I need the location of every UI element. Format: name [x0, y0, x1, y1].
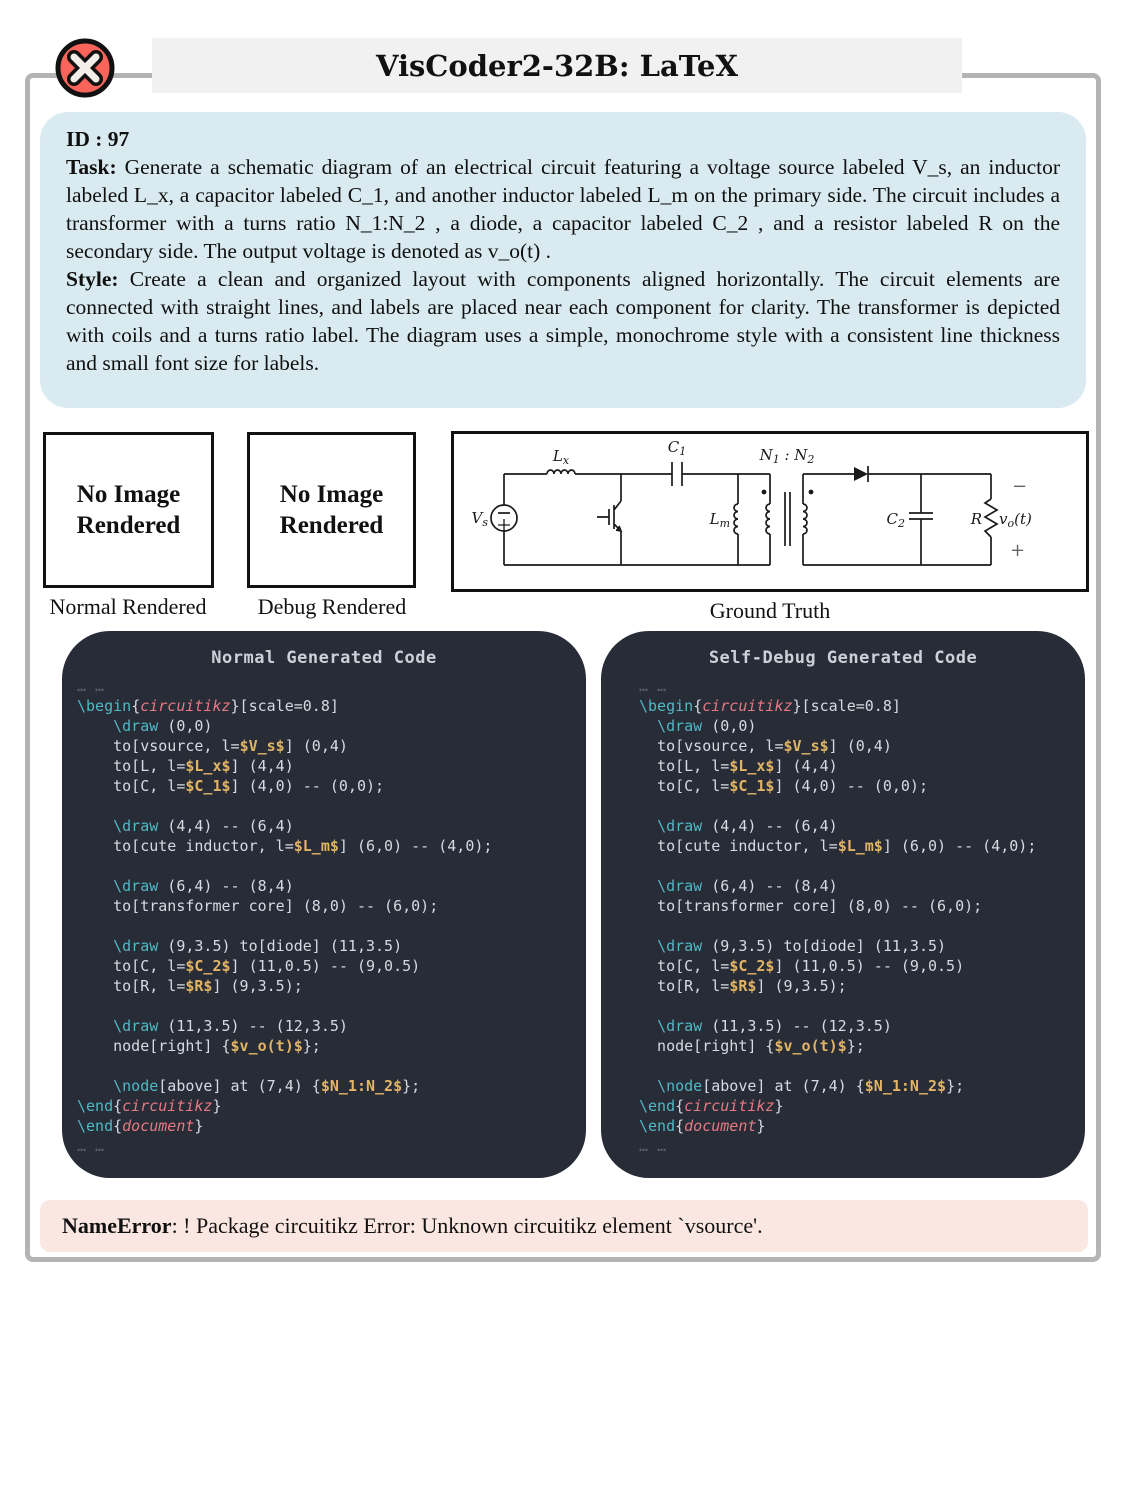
code-line: to[transformer core] (8,0) -- (6,0);	[639, 897, 983, 915]
code-line: \node[above] at (7,4) {$N_1:N_2$};	[113, 1077, 421, 1095]
error-message: NameError: ! Package circuitikz Error: U…	[62, 1213, 763, 1238]
code-line: \draw (6,4) -- (8,4)	[113, 877, 294, 895]
code-line: \node[above] at (7,4) {$N_1:N_2$};	[657, 1077, 965, 1095]
label-c1: C1	[668, 438, 686, 458]
code-line: to[C, l=$C_1$] (4,0) -- (0,0);	[77, 777, 385, 795]
code-line: \end{circuitikz}	[77, 1097, 222, 1115]
label-lx: Lx	[552, 447, 570, 467]
code-line: to[vsource, l=$V_s$] (0,4)	[639, 737, 892, 755]
inductor-lx	[546, 469, 576, 475]
secondary-dot	[808, 489, 814, 495]
code-line: node[right] {$v_o(t)$};	[77, 1037, 321, 1055]
label-r: R	[970, 510, 982, 528]
code-line: to[R, l=$R$] (9,3.5);	[639, 977, 847, 995]
no-image-placeholder: No Image Rendered	[76, 481, 181, 539]
code-line: \begin{circuitikz}[scale=0.8]	[639, 697, 901, 715]
code-line: … …	[639, 1137, 667, 1155]
task-label: Task:	[66, 155, 117, 179]
code-line: … …	[77, 677, 105, 695]
code-line: \end{circuitikz}	[639, 1097, 784, 1115]
debug-code-panel: Self-Debug Generated Code … … \begin{circ…	[601, 631, 1085, 1178]
code-line: \draw (9,3.5) to[diode] (11,3.5)	[657, 937, 947, 955]
transformer-secondary-coil	[802, 503, 808, 535]
code-line: to[C, l=$C_1$] (4,0) -- (0,0);	[639, 777, 928, 795]
code-line	[639, 996, 1085, 1016]
code-line: \draw (9,3.5) to[diode] (11,3.5)	[113, 937, 403, 955]
error-cross-icon	[53, 36, 117, 100]
code-line: to[C, l=$C_2$] (11,0.5) -- (9,0.5)	[639, 957, 965, 975]
debug-code-title: Self-Debug Generated Code	[708, 648, 978, 668]
task-panel: ID : 97 Task: Generate a schematic diagr…	[40, 112, 1086, 408]
label-c2: C2	[887, 510, 905, 530]
error-bar: NameError: ! Package circuitikz Error: U…	[40, 1200, 1088, 1252]
code-line: \end{document}	[77, 1117, 204, 1135]
code-line: to[cute inductor, l=$L_m$] (6,0) -- (4,0…	[639, 837, 1037, 855]
task-id: ID : 97	[66, 127, 130, 151]
code-line: to[C, l=$C_2$] (11,0.5) -- (9,0.5)	[77, 957, 421, 975]
no-image-placeholder: No Image Rendered	[279, 481, 384, 539]
code-line	[639, 916, 1085, 936]
code-line	[77, 1056, 586, 1076]
code-line: … …	[639, 677, 667, 695]
code-line: \begin{circuitikz}[scale=0.8]	[77, 697, 339, 715]
debug-rendered-caption: Debug Rendered	[257, 594, 407, 619]
task-text: Generate a schematic diagram of an elect…	[66, 155, 1060, 263]
capacitor-c1	[671, 462, 683, 486]
label-ratio: N1 : N2	[759, 446, 815, 466]
polarity-minus: −	[1012, 476, 1027, 497]
style-label: Style:	[66, 267, 119, 291]
code-line: \draw (11,3.5) -- (12,3.5)	[657, 1017, 892, 1035]
code-line	[77, 796, 586, 816]
polarity-plus: +	[1010, 540, 1025, 561]
code-lines-normal: … … \begin{circuitikz}[scale=0.8] \draw (…	[62, 676, 586, 1156]
code-line	[639, 796, 1085, 816]
code-line	[639, 856, 1085, 876]
code-line: to[R, l=$R$] (9,3.5);	[77, 977, 303, 995]
page-title: VisCoder2-32B: LaTeX	[375, 48, 739, 83]
debug-rendered-box: No Image Rendered	[247, 432, 416, 588]
igbt-symbol	[597, 500, 623, 533]
transformer-primary-coil	[765, 503, 771, 535]
code-line: to[L, l=$L_x$] (4,4)	[639, 757, 838, 775]
title-bar: VisCoder2-32B: LaTeX	[152, 38, 962, 93]
code-line: \draw (0,0)	[113, 717, 213, 735]
code-line: to[transformer core] (8,0) -- (6,0);	[77, 897, 439, 915]
code-line: \draw (4,4) -- (6,4)	[113, 817, 294, 835]
ground-truth-caption: Ground Truth	[709, 598, 831, 623]
code-line: \draw (6,4) -- (8,4)	[657, 877, 838, 895]
label-vo: vo(t)	[999, 510, 1032, 530]
code-line: … …	[77, 1137, 105, 1155]
code-line: to[cute inductor, l=$L_m$] (6,0) -- (4,0…	[77, 837, 493, 855]
diode-triangle	[854, 467, 868, 481]
code-line: \draw (0,0)	[657, 717, 757, 735]
code-line	[639, 1056, 1085, 1076]
code-line	[77, 996, 586, 1016]
error-label: NameError	[62, 1213, 172, 1238]
normal-code-title: Normal Generated Code	[211, 648, 437, 668]
normal-rendered-box: No Image Rendered	[43, 432, 214, 588]
code-line: node[right] {$v_o(t)$};	[639, 1037, 865, 1055]
inductor-lm	[733, 503, 739, 535]
normal-rendered-caption: Normal Rendered	[49, 594, 207, 619]
ground-truth-box: Vs Lx C1 N1 : N2 Lm C2 R vo(t) − +	[451, 431, 1089, 592]
code-line: \draw (4,4) -- (6,4)	[657, 817, 838, 835]
code-line: to[vsource, l=$V_s$] (0,4)	[77, 737, 348, 755]
resistor-r	[983, 498, 999, 538]
code-lines-debug: … … \begin{circuitikz}[scale=0.8] \draw (…	[601, 676, 1085, 1156]
transformer-core	[784, 492, 791, 546]
code-line: \end{document}	[639, 1117, 766, 1135]
style-text: Create a clean and organized layout with…	[66, 267, 1060, 375]
primary-dot	[761, 489, 767, 495]
label-lm: Lm	[709, 510, 730, 530]
code-line	[77, 856, 586, 876]
capacitor-c2	[909, 512, 933, 520]
code-line: \draw (11,3.5) -- (12,3.5)	[113, 1017, 348, 1035]
label-vs: Vs	[472, 509, 489, 529]
normal-code-panel: Normal Generated Code … … \begin{circuiti…	[62, 631, 586, 1178]
code-line	[77, 916, 586, 936]
code-line: to[L, l=$L_x$] (4,4)	[77, 757, 294, 775]
ground-truth-circuit: Vs Lx C1 N1 : N2 Lm C2 R vo(t) − +	[472, 438, 1032, 566]
